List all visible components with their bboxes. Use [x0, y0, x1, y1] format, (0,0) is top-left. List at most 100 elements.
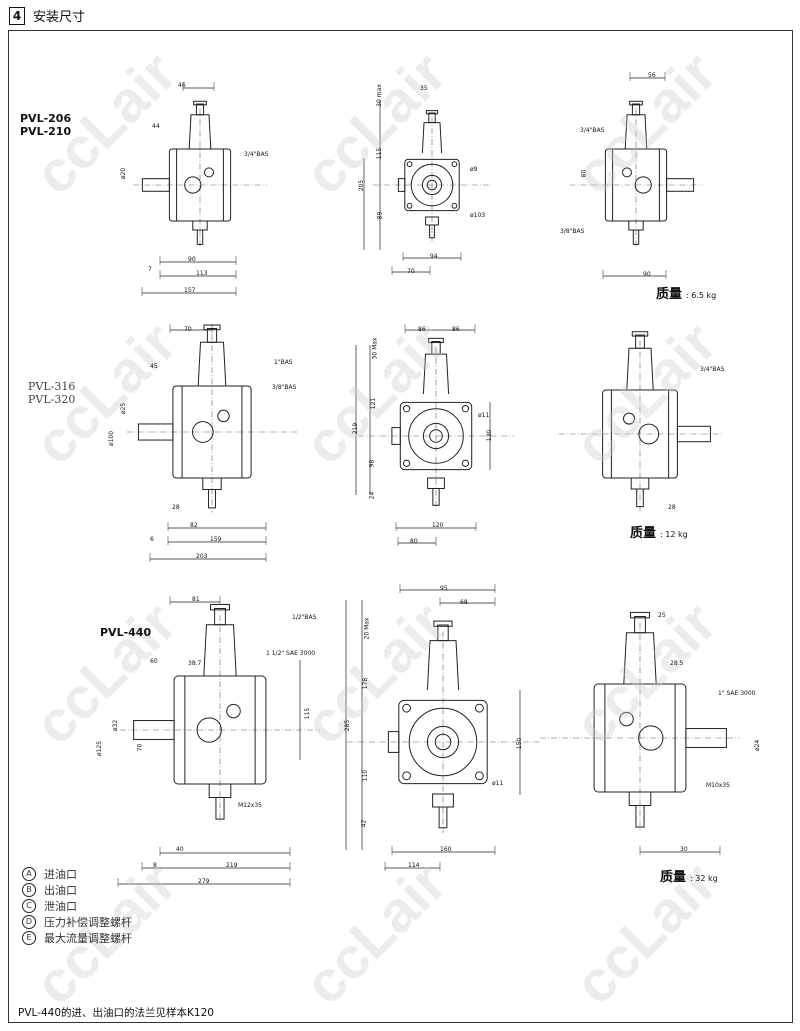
drive-shaft — [666, 178, 695, 192]
dim-label: 98 — [368, 459, 376, 468]
shaft-bore — [421, 174, 443, 196]
adjust-screw-d — [431, 341, 441, 355]
adjust-screw-d — [428, 112, 436, 124]
dim-label: 70 — [184, 326, 192, 333]
footnote: PVL-440的进、出油口的法兰见样本K120 — [18, 1007, 214, 1019]
drain-port — [226, 703, 241, 719]
drain-port — [623, 412, 635, 425]
model-name: PVL-320 — [28, 393, 76, 406]
dim-label: 70 — [136, 743, 144, 752]
adjust-screw-e — [429, 224, 435, 239]
legend-text: 泄油口 — [44, 900, 77, 913]
dim-label: 70 — [407, 268, 415, 275]
bolt-hole — [475, 703, 484, 713]
drain-port — [622, 167, 632, 178]
adjust-knob — [631, 331, 649, 337]
port-opening — [196, 717, 222, 743]
dim-label: 30 max — [375, 84, 383, 107]
flange-circle — [410, 163, 454, 207]
side-port-boss — [391, 427, 401, 445]
adjust-screw-d — [195, 103, 205, 116]
bolt-hole — [475, 771, 484, 781]
model-name: PVL-316 — [28, 380, 76, 393]
adjust-knob — [630, 611, 650, 619]
dim-label: 6 — [150, 536, 154, 543]
callout-label: 1 1/2" SAE 3000 — [266, 650, 316, 657]
adjust-knob — [428, 337, 444, 344]
bolt-hole — [402, 459, 411, 467]
dim-label: ø103 — [470, 212, 486, 219]
adjust-screw-e — [215, 797, 225, 820]
port-opening — [638, 423, 660, 445]
model-label-row1: PVL-206 PVL-210 — [20, 112, 71, 138]
dim-label: ø25 — [120, 402, 128, 415]
callout-label: 3/8"BAS — [560, 228, 585, 235]
dim-label: 40 — [176, 846, 184, 853]
callout-label: 3/4"BAS — [700, 366, 725, 373]
bolt-hole — [451, 202, 458, 209]
shaft — [426, 179, 438, 191]
drain-port — [619, 711, 634, 727]
dim-label: 178 — [362, 677, 370, 690]
adjust-screw-e — [432, 488, 440, 506]
mass-label: 质量 — [630, 526, 657, 541]
model-label-row3: PVL-440 — [100, 626, 151, 639]
shaft — [429, 429, 443, 443]
dim-label: 30 — [680, 846, 688, 853]
dim-label: 7 — [148, 266, 152, 273]
regulator-body — [421, 122, 443, 154]
dim-label: 44 — [152, 123, 160, 130]
dim-label: 203 — [196, 553, 208, 560]
adjust-screw-e — [196, 229, 204, 245]
shaft — [434, 733, 452, 751]
dim-label: 121 — [370, 397, 378, 410]
dim-label: 94 — [430, 253, 438, 260]
legend-marker: B — [22, 883, 36, 897]
adjust-screw-d — [631, 103, 641, 116]
dim-label: 114 — [408, 862, 420, 869]
dim-label: M12x35 — [238, 802, 262, 809]
bolt-hole — [406, 202, 413, 209]
mass-row3: 质量: 32 kg — [660, 866, 718, 885]
mass-row1: 质量: 6.5 kg — [656, 283, 716, 302]
dim-label: 80 — [580, 169, 588, 178]
callout-label: M10x35 — [706, 782, 730, 789]
dim-label: 120 — [432, 522, 444, 529]
bolt-hole — [402, 405, 411, 413]
dim-label: 38.7 — [188, 660, 202, 667]
dim-label: 150 — [516, 737, 524, 750]
dim-label: ø32 — [112, 719, 120, 732]
dim-label: 68 — [460, 599, 468, 606]
adjust-knob — [629, 100, 643, 106]
dim-label: 110 — [362, 769, 370, 782]
dim-label: 219 — [226, 862, 238, 869]
adjust-screw-d — [635, 334, 645, 349]
model-name: PVL-210 — [20, 125, 72, 138]
mass-value: : 32 kg — [690, 874, 718, 883]
dim-label: ø20 — [120, 167, 128, 180]
bolt-hole — [402, 771, 412, 781]
dim-label: 28 — [172, 504, 180, 511]
callout-label: 1/2"BAS — [292, 614, 317, 621]
dim-label: ø11 — [478, 412, 490, 419]
adjust-screw-e — [635, 805, 645, 828]
dim-label: 130 — [486, 429, 494, 442]
dim-label: 8 — [153, 862, 157, 869]
dim-label: ø100 — [108, 430, 116, 447]
dim-label: 95 — [440, 585, 448, 592]
flange-circle — [408, 408, 464, 464]
dim-label: 20 Max — [363, 617, 371, 640]
drawing-frame — [8, 30, 793, 1023]
shaft-bore — [422, 422, 450, 450]
port-opening — [638, 725, 664, 751]
legend-text: 进油口 — [44, 868, 77, 881]
callout-label: 3/8"BAS — [272, 384, 297, 391]
drive-shaft — [137, 423, 174, 441]
mass-label: 质量 — [660, 870, 687, 885]
model-name: PVL-206 — [20, 112, 72, 125]
